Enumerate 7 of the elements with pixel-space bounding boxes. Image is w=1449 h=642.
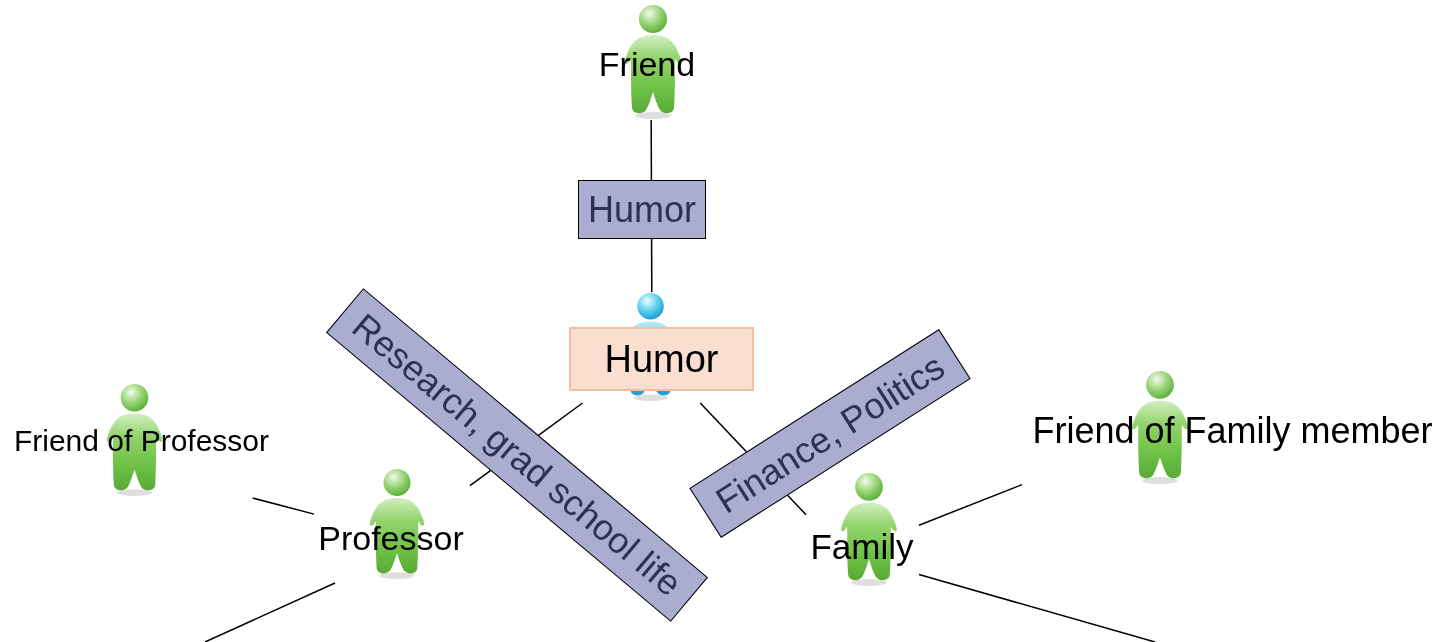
connector-line (918, 573, 1156, 642)
topic-label: Humor (578, 180, 706, 239)
person-label: Friend of Family member (1032, 412, 1433, 449)
connector-line (251, 497, 315, 515)
topic-box: Humor (569, 327, 754, 391)
connector-line (204, 582, 336, 642)
connector-line (918, 483, 1023, 526)
